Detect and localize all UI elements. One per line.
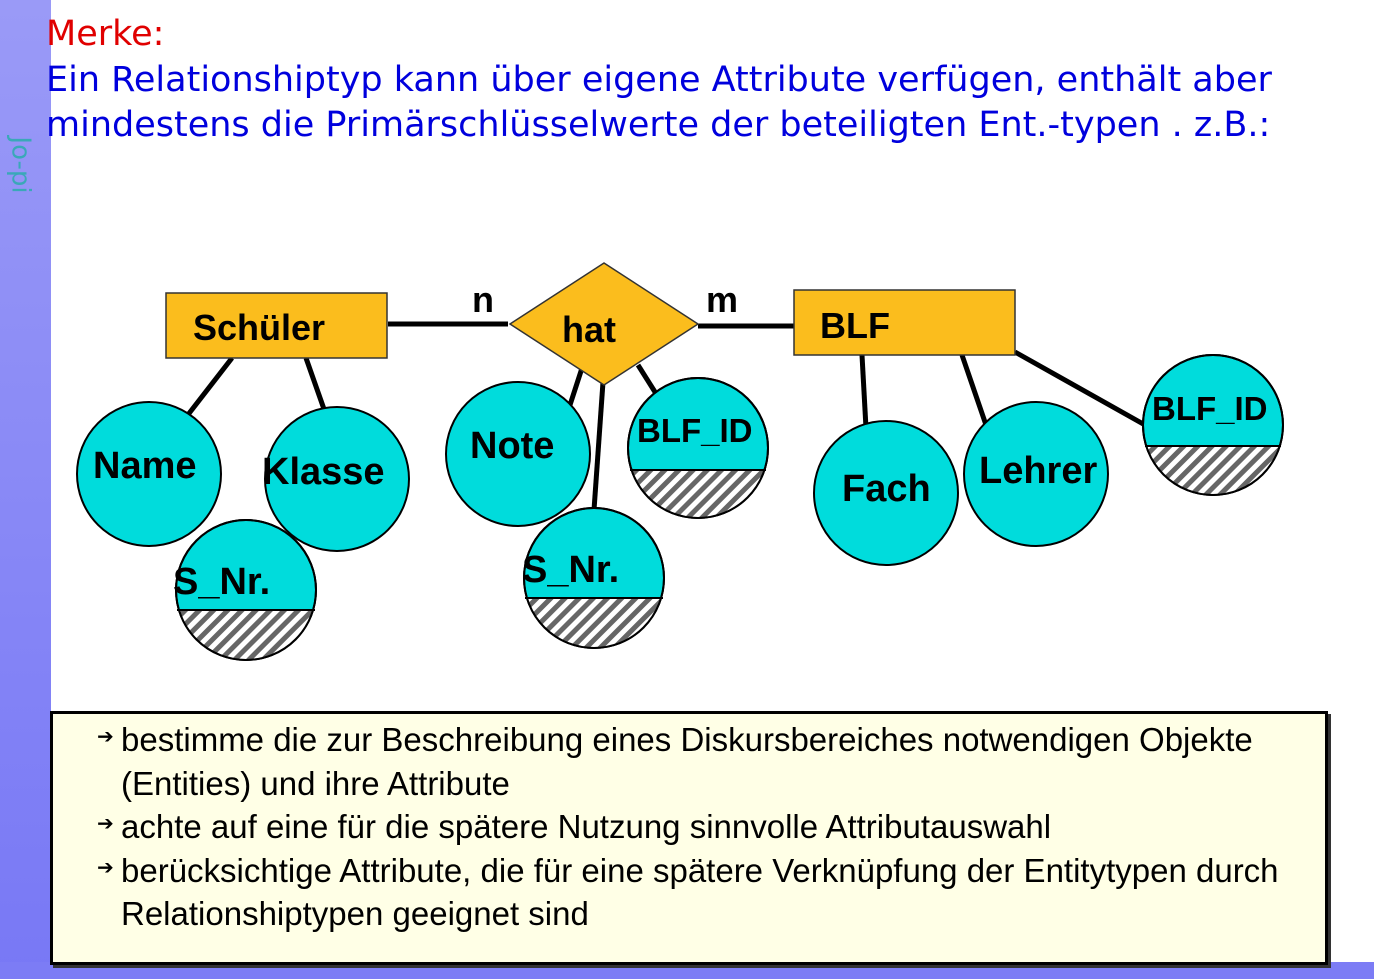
bottom-bar bbox=[0, 962, 1374, 979]
sidebar bbox=[0, 0, 51, 979]
relationship-hat bbox=[508, 262, 700, 386]
attr-fach bbox=[813, 420, 959, 566]
cardinality-m: m bbox=[706, 279, 738, 320]
attr-name bbox=[76, 401, 222, 547]
entity-schueler bbox=[165, 292, 388, 359]
cardinality-n: n bbox=[472, 279, 494, 320]
attr-fach-label: Fach bbox=[842, 468, 931, 510]
arrow-bullet-icon: ➔ bbox=[97, 813, 114, 835]
attr-snr-rel-label: S_Nr. bbox=[522, 549, 619, 591]
attr-blfid-rel-label: BLF_ID bbox=[637, 412, 753, 449]
note-text: achte auf eine für die spätere Nutzung s… bbox=[121, 808, 1052, 845]
note-text: bestimme die zur Beschreibung eines Disk… bbox=[121, 721, 1253, 802]
arrow-bullet-icon: ➔ bbox=[97, 726, 114, 748]
attr-note-label: Note bbox=[470, 425, 554, 467]
attr-note bbox=[445, 381, 591, 527]
relationship-hat-label: hat bbox=[562, 309, 616, 350]
attr-lehrer bbox=[963, 401, 1109, 547]
note-item: ➔ bestimme die zur Beschreibung eines Dis… bbox=[97, 718, 1325, 805]
er-diagram: Schüler BLF hat n m Name Klasse bbox=[76, 262, 1284, 661]
attr-klasse bbox=[264, 406, 410, 552]
note-item: ➔ berücksichtige Attribute, die für eine … bbox=[97, 849, 1325, 936]
notes-box: ➔ bestimme die zur Beschreibung eines Dis… bbox=[50, 711, 1328, 965]
attr-blfid-right-label: BLF_ID bbox=[1152, 390, 1268, 427]
attr-name-label: Name bbox=[93, 445, 197, 487]
intro-text: Ein Relationshiptyp kann über eigene Att… bbox=[46, 60, 1272, 145]
attr-klasse-label: Klasse bbox=[262, 451, 385, 493]
attr-lehrer-label: Lehrer bbox=[979, 450, 1097, 492]
arrow-bullet-icon: ➔ bbox=[97, 856, 114, 879]
entity-blf-label: BLF bbox=[820, 305, 890, 346]
attr-snr-left-label: S_Nr. bbox=[173, 561, 270, 603]
note-text: berücksichtige Attribute, die für eine s… bbox=[121, 851, 1279, 933]
heading: Merke: bbox=[46, 14, 165, 54]
entity-blf bbox=[793, 289, 1016, 356]
entity-schueler-label: Schüler bbox=[193, 307, 325, 348]
note-item: ➔ achte auf eine für die spätere Nutzung … bbox=[97, 805, 1325, 849]
